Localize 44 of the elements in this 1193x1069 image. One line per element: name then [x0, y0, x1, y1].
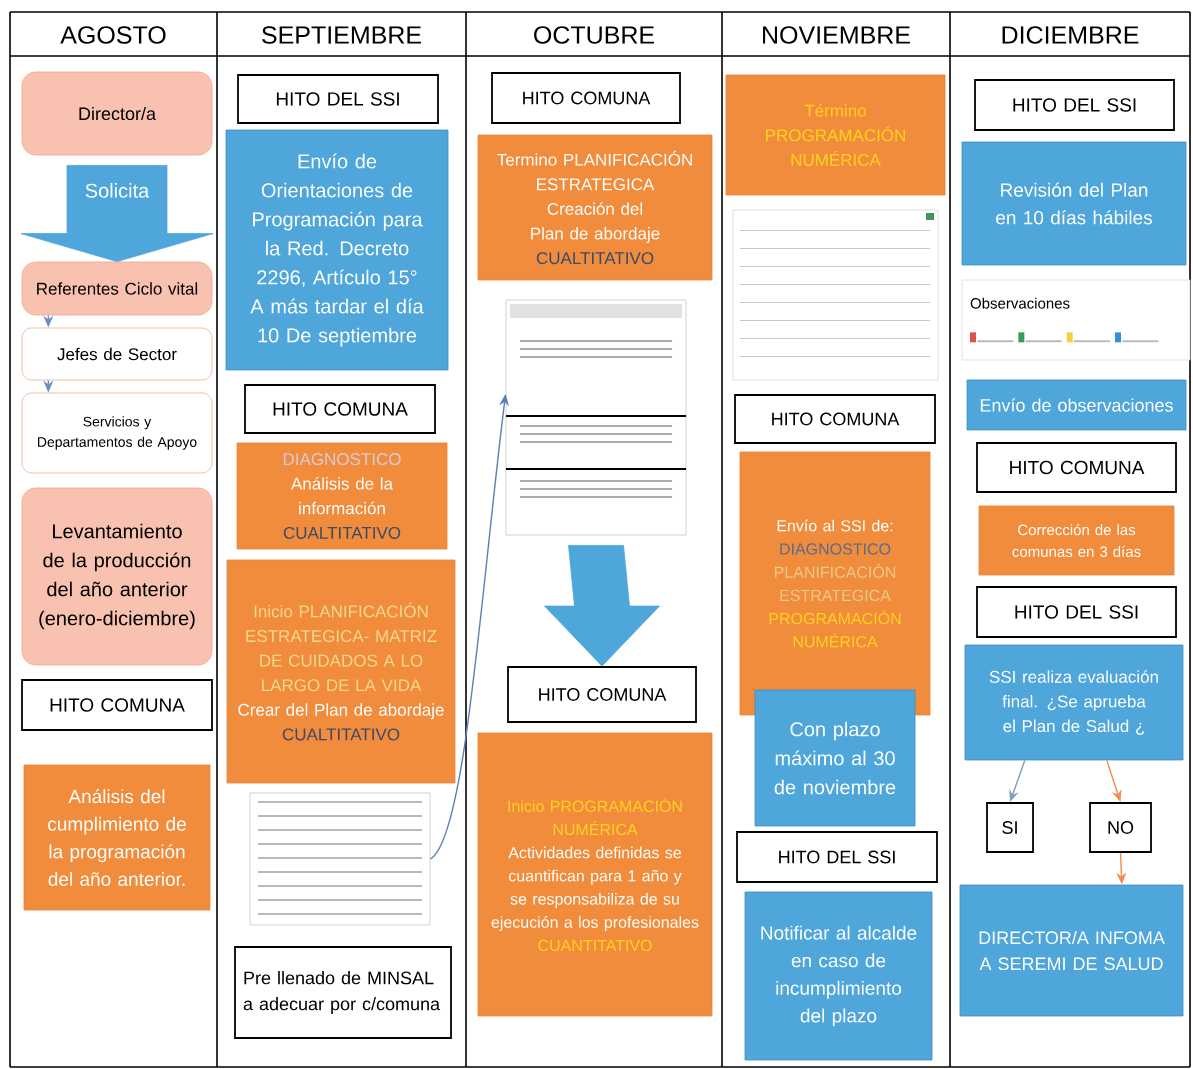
milestone-box: HITO COMUNA — [734, 394, 936, 444]
column-header: AGOSTO — [60, 26, 166, 44]
milestone-box: Pre llenado de MINSAL a adecuar por c/comuna — [234, 946, 452, 1039]
edge-label: Solicita — [82, 181, 152, 200]
milestone-box: HITO DEL SSI — [237, 74, 439, 124]
process-box: Revisión del Plan en 10 días hábiles — [961, 141, 1187, 266]
process-box: Término PROGRAMACIÓN NUMÉRICA — [725, 74, 946, 196]
process-box: Envío de Orientaciones de Programación para la Red. Decreto 2296, Artículo 15° A más tardar el día 10 De septiembre — [225, 129, 449, 371]
rounded-box: Referentes Ciclo vital — [21, 261, 213, 316]
rounded-box: Servicios y Departamentos de Apoyo — [21, 392, 213, 474]
picture — [505, 299, 687, 536]
process-box: Con plazo máximo al 30 de noviembre — [754, 689, 916, 827]
block-arrow — [544, 545, 660, 667]
milestone-box: HITO DEL SSI — [974, 79, 1175, 131]
process-box: Termino PLANIFICACIÓN ESTRATEGICA Creación del Plan de abordaje CUALTITATIVO — [477, 134, 713, 281]
rounded-box: Jefes de Sector — [21, 327, 213, 381]
column-header: SEPTIEMBRE — [262, 26, 421, 44]
milestone-box: HITO DEL SSI — [976, 586, 1177, 638]
milestone-box: HITO COMUNA — [244, 384, 436, 434]
process-box: Corrección de las comunas en 3 días — [978, 505, 1175, 576]
milestone-box: NO — [1089, 802, 1152, 853]
process-box: Análisis del cumplimiento de la programación del año anterior. — [23, 764, 211, 911]
column-header: OCTUBRE — [534, 26, 655, 44]
column-header: DICIEMBRE — [1002, 26, 1139, 44]
process-box: Notificar al alcalde en caso de incumplimiento del plazo — [744, 891, 933, 1061]
process-box: Envío al SSI de: DIAGNOSTICO PLANIFICACIÓN ESTRATEGICA PROGRAMACIÓN NUMÉRICA — [739, 451, 931, 716]
milestone-box: SI — [986, 802, 1034, 853]
process-box: SSI realiza evaluación final. ¿Se aprueba el Plan de Salud ¿ — [964, 644, 1184, 761]
milestone-box: HITO COMUNA — [507, 666, 697, 723]
process-box: DIRECTOR/A INFOMA A SEREMI DE SALUD — [959, 884, 1184, 1017]
milestone-box: HITO DEL SSI — [736, 831, 938, 883]
observations-panel: Observaciones — [961, 279, 1191, 361]
process-box: DIAGNOSTICO Análisis de la información CUALTITATIVO — [236, 442, 448, 550]
process-box: Envío de observaciones — [966, 379, 1187, 431]
picture — [249, 792, 431, 926]
process-box: Inicio PLANIFICACIÓN ESTRATEGICA- MATRIZ DE CUIDADOS A LO LARGO DE LA VIDA Crear del Plan de abordaje CUALTITATIVO — [226, 559, 456, 784]
rounded-box: Director/a — [21, 71, 213, 156]
column-header: NOVIEMBRE — [763, 26, 910, 44]
process-box: Inicio PROGRAMACIÓN NUMÉRICA Actividades definidas se cuantifican para 1 año y se responsabiliza de su ejecución a los profesionales CUANTITATIVO — [477, 732, 713, 1017]
milestone-box: HITO COMUNA — [21, 679, 213, 731]
block-arrow — [20, 165, 214, 262]
milestone-box: HITO COMUNA — [976, 442, 1177, 493]
rounded-box: Levantamiento de la producción del año anterior (enero-diciembre) — [21, 487, 213, 666]
milestone-box: HITO COMUNA — [491, 72, 681, 124]
